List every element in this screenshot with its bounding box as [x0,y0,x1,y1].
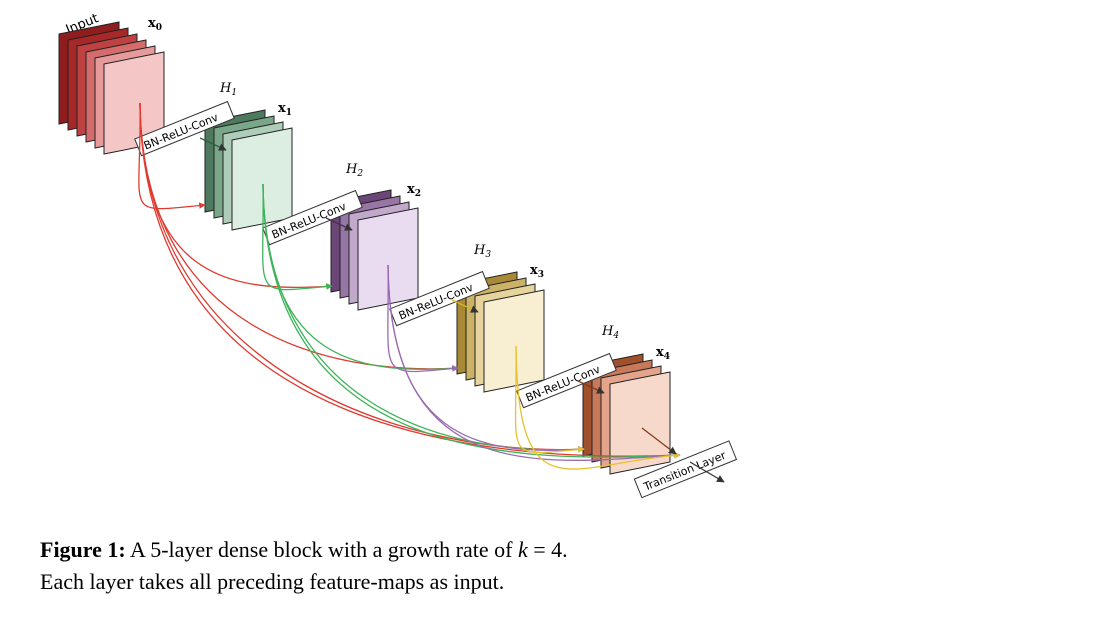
stack-4-plane-3 [609,371,671,475]
dense-connections [138,102,725,483]
dense-block-diagram: Input x0 x1 x2 x3 x4 H1 H2 H3 H4 [58,11,738,499]
caption-k-symbol: k [517,537,528,562]
connection-x2-to-h3 [387,264,459,373]
x1-symbol: x [278,101,286,116]
caption-line-2: Each layer takes all preceding feature-m… [40,569,505,594]
stack-1-plane-3 [231,127,293,231]
x2-label: x2 [407,182,421,199]
connection-x3-to-transition [515,345,681,470]
h3-label: H3 [473,243,491,260]
layer-h3-output-arrow [451,299,479,313]
layer-h4-output-arrow [577,380,605,394]
stack-3-plane-3 [483,289,545,393]
x0-subscript: 0 [156,23,162,33]
x0-label: x0 [148,16,162,33]
layer-box-h4-frame [516,352,617,409]
connection-x0-to-h3 [139,102,459,372]
h4-label: H4 [601,324,619,341]
connection-x1-to-h4 [262,183,585,453]
connection-x1-to-transition [262,183,681,459]
h2-subscript: 2 [356,169,363,179]
h2-symbol: H [345,162,358,177]
h1-subscript: 1 [231,88,237,98]
layer-h2-output-arrow [325,217,353,231]
connection-x0-to-transition [139,102,681,459]
caption-figure-label: Figure 1: [40,537,126,562]
layer-box-h1-frame [134,100,235,157]
h2-label: H2 [345,162,363,179]
connection-x1-to-h2 [262,183,333,291]
connection-x3-to-h4 [514,345,585,454]
h1-label: H1 [219,81,237,98]
caption-text-1: A 5-layer dense block with a growth rate… [130,537,513,562]
x1-label: x1 [278,101,292,118]
figure-caption: Figure 1: A 5-layer dense block with a g… [40,534,730,598]
x2-subscript: 2 [415,189,421,199]
x4-label: x4 [656,345,670,362]
x2-symbol: x [407,182,415,197]
h4-subscript: 4 [612,331,619,341]
x0-symbol: x [148,16,156,31]
transition-layer-frame [633,440,738,499]
h1-symbol: H [219,81,232,96]
layer-h1-output-arrow [199,137,227,151]
h3-subscript: 3 [485,250,491,260]
connection-x0-to-h1 [138,102,206,210]
h4-symbol: H [601,324,614,339]
x4-to-transition-arrow [641,427,677,455]
feature-map-stacks [58,21,671,475]
x3-label: x3 [530,263,544,280]
caption-text-2: = 4. [533,537,568,562]
x3-symbol: x [530,263,538,278]
connection-x2-to-transition [387,264,681,461]
x3-subscript: 3 [538,270,544,280]
x4-symbol: x [656,345,664,360]
transition-output-arrow [689,461,725,483]
h3-symbol: H [473,243,486,258]
layer-box-h3-frame [389,270,490,327]
x1-subscript: 1 [286,108,292,118]
x4-subscript: 4 [664,352,670,362]
